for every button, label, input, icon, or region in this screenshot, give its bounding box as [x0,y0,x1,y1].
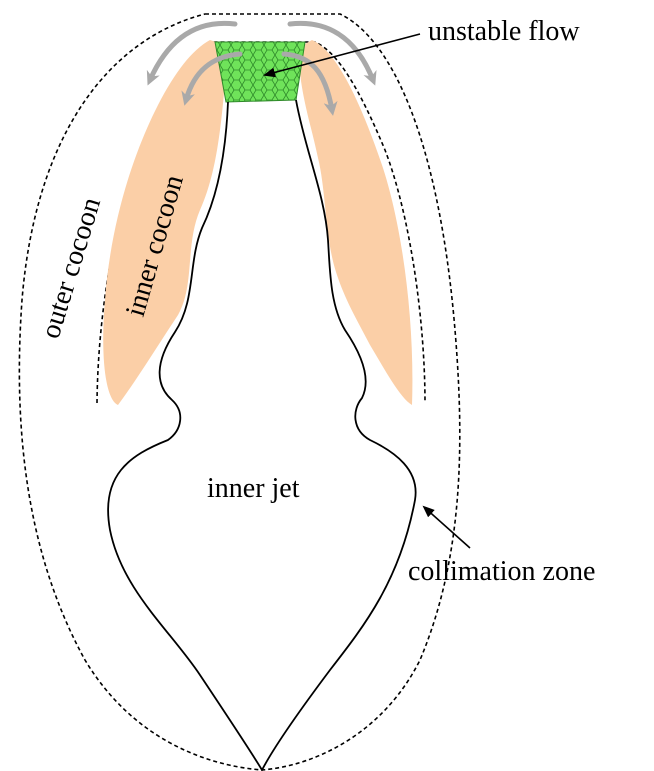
outer-cocoon-label: outer cocoon [35,194,107,342]
inner-cocoon-right [298,40,413,405]
backflow-arrow-outer-left [146,20,238,86]
unstable-flow-region [214,41,306,103]
backflow-arrow-inner-left [181,51,243,106]
unstable-flow-label: unstable flow [428,16,580,47]
unstable-flow-pointer [263,33,421,78]
backflow-arrows [146,20,377,116]
backflow-arrow-outer-right [287,20,377,86]
collimation-zone-label: collimation zone [408,556,595,587]
collimation-zone-pointer [422,505,471,549]
inner-jet-label: inner jet [207,473,300,504]
backflow-arrow-inner-right [281,51,338,116]
inner-cocoon-left [103,40,228,405]
outer-cocoon-boundary [18,13,461,771]
inner-jet-boundary [107,99,417,771]
